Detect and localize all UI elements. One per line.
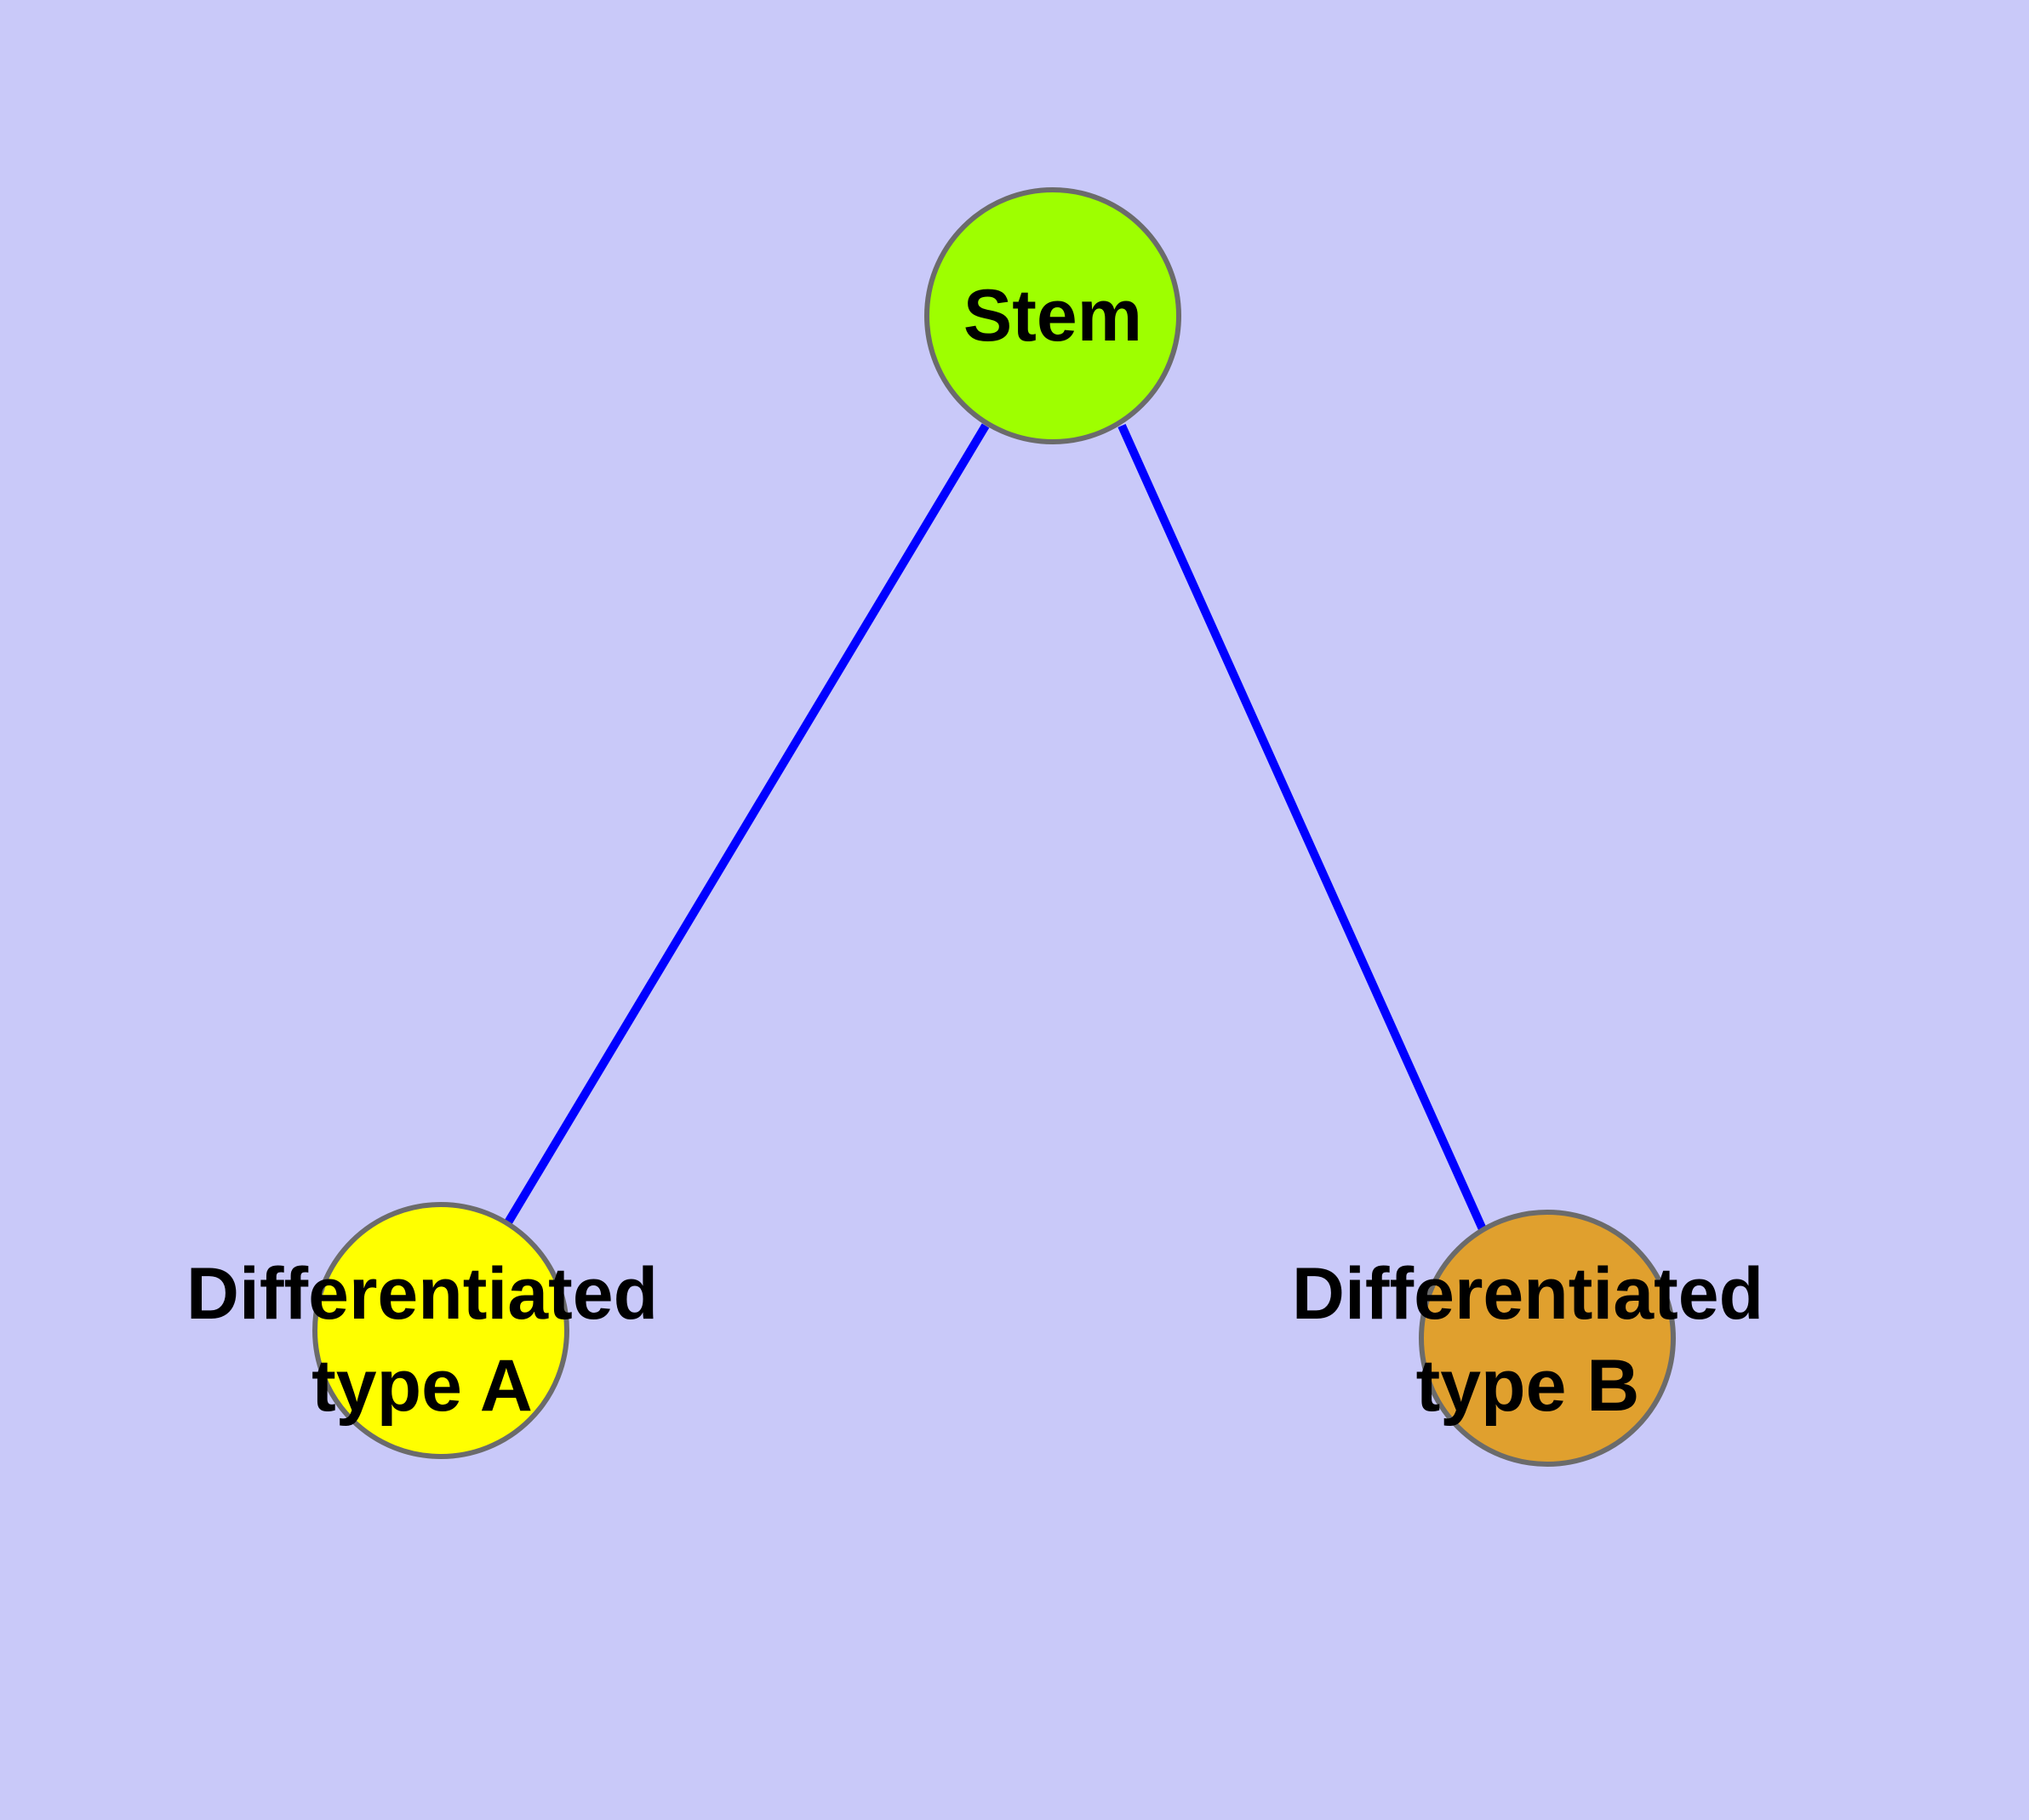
edge-layer	[504, 423, 1487, 1232]
node-differentiated-type-b-circle[interactable]	[1419, 1210, 1676, 1467]
edge-stem-to-differentiated-type-a[interactable]	[504, 423, 990, 1225]
node-differentiated-type-a-circle[interactable]	[312, 1202, 569, 1459]
node-differentiated-type-a-label-line2: type A	[311, 1345, 533, 1427]
node-stem-circle[interactable]	[924, 187, 1181, 444]
edge-stem-to-differentiated-type-b[interactable]	[1117, 423, 1487, 1232]
node-layer	[312, 187, 1676, 1467]
node-differentiated-type-b-label-line1: Differentiated	[1292, 1253, 1763, 1335]
node-differentiated-type-a[interactable]	[312, 1202, 569, 1459]
label-layer: Stem Differentiated type A Differentiate…	[186, 275, 1763, 1427]
node-stem-label: Stem	[963, 275, 1142, 357]
node-differentiated-type-a-label-line1: Differentiated	[186, 1253, 658, 1335]
node-differentiated-type-b[interactable]	[1419, 1210, 1676, 1467]
node-differentiated-type-b-label-line2: type B	[1416, 1345, 1640, 1427]
node-stem[interactable]	[924, 187, 1181, 444]
